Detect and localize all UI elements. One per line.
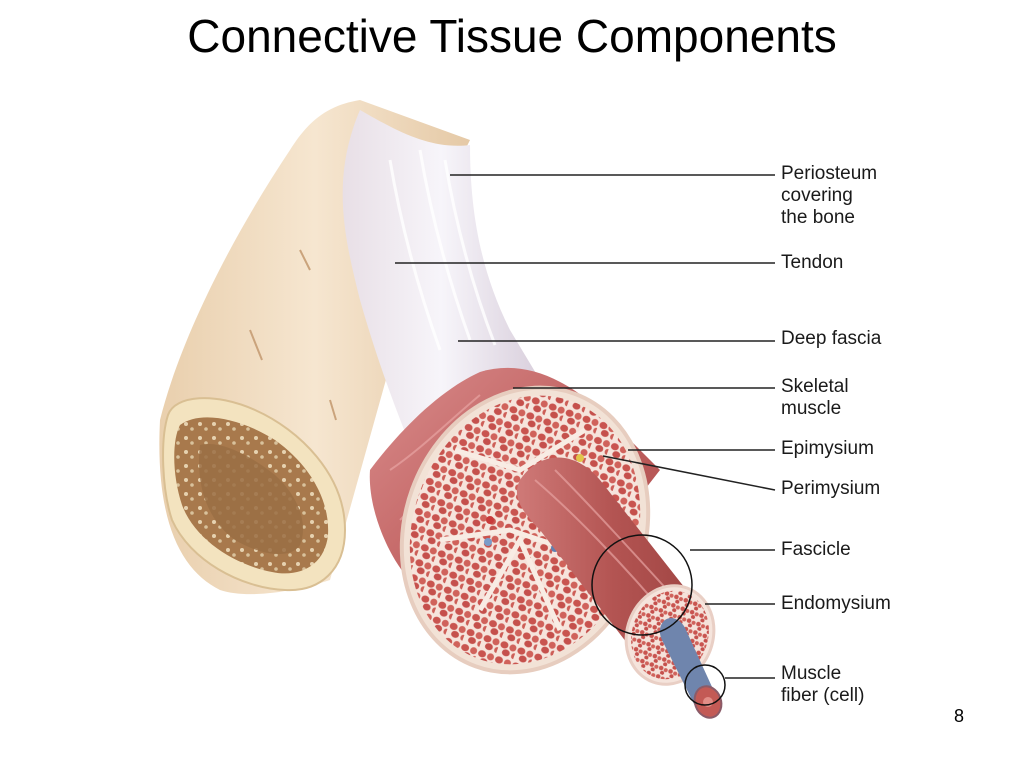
page-number: 8 <box>953 706 964 726</box>
label-perimysium: Perimysium <box>781 478 881 499</box>
label-tendon: Tendon <box>781 252 844 273</box>
leader-lines <box>395 174 776 679</box>
label-endomysium: Endomysium <box>781 593 891 614</box>
label-muscle-fiber: Muscle fiber (cell) <box>781 663 865 706</box>
label-skeletal-muscle: Skeletal muscle <box>781 376 849 419</box>
fiber-highlight-circle <box>684 664 726 706</box>
leader-perimysium <box>602 455 776 491</box>
label-deep-fascia: Deep fascia <box>781 328 882 349</box>
slide-title: Connective Tissue Components <box>187 10 837 62</box>
label-periosteum: Periosteum covering the bone <box>781 163 878 228</box>
label-fascicle: Fascicle <box>781 539 851 560</box>
fascicle-highlight-circle <box>591 534 693 636</box>
label-epimysium: Epimysium <box>781 438 874 459</box>
